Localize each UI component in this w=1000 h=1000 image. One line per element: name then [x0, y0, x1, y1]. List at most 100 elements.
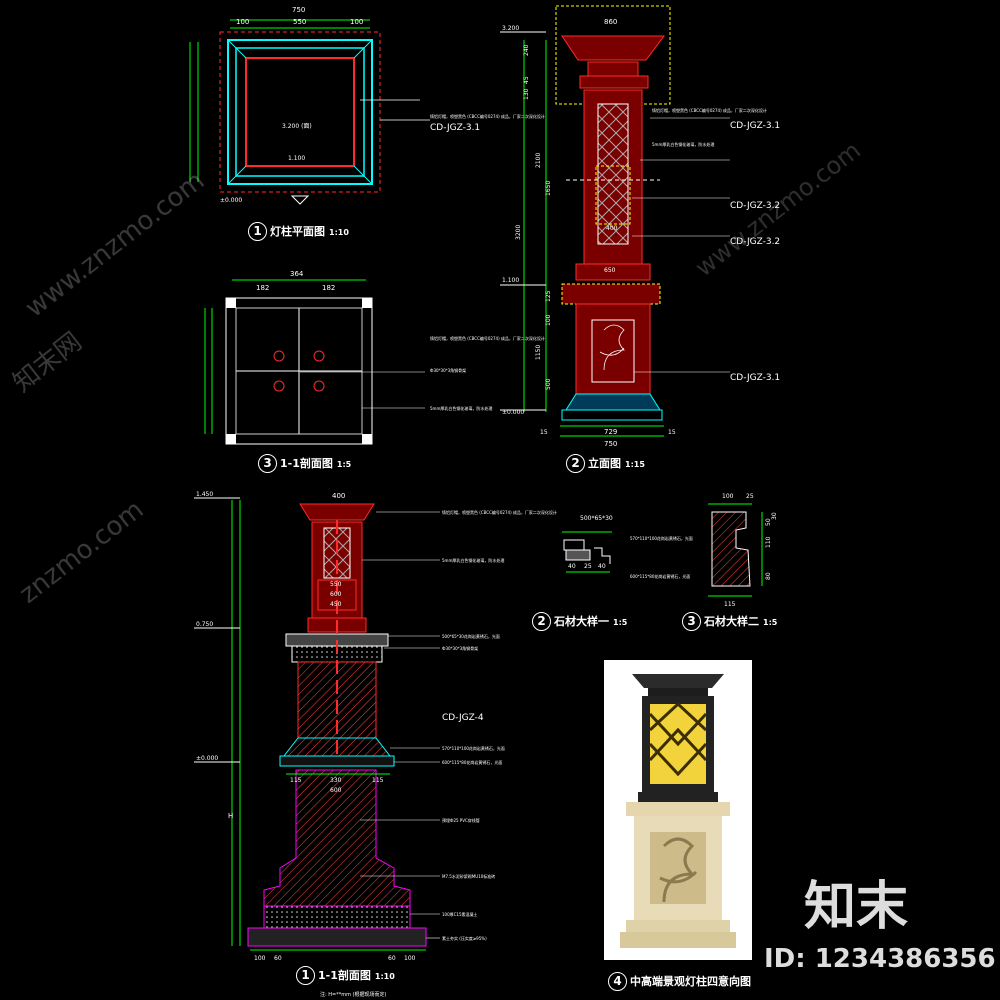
elev-level-zero: ±0.000: [502, 409, 524, 416]
elev-note-glass: 5mm厚乳白色钢化玻璃，防水处理: [652, 141, 714, 147]
lamp-render-image: [620, 674, 736, 948]
detail3-dim-100: 100: [722, 493, 734, 500]
elev-ldim-1150: 1150: [535, 345, 542, 360]
elev-dim-15a: 15: [540, 429, 548, 436]
title-elevation-scale: 1:15: [625, 460, 645, 469]
stone-detail-1: 500*65*30 40 25 40 570*110*100花岗岩黄锈石，光面 …: [562, 515, 693, 579]
main-dim-115b: 115: [372, 777, 384, 784]
main-note-brick: M7.5水泥砂浆砌MU10标准砖: [442, 873, 495, 879]
elev-ref-3: CD-JGZ-3.2: [730, 237, 780, 247]
detail3-dim-80: 80: [765, 572, 772, 580]
main-note-concrete: 100厚C15素混凝土: [442, 911, 478, 917]
title-render-num: 4: [608, 972, 627, 991]
elev-dim-750: 750: [604, 440, 617, 448]
plan-level-zero: ±0.000: [220, 197, 242, 204]
title-stone-1-num: 2: [532, 612, 551, 631]
title-stone-2-name: 石材大样二: [704, 615, 759, 628]
title-section-small-num: 3: [258, 454, 277, 473]
plan-dim-left: 100: [236, 18, 249, 26]
title-plan-num: 1: [248, 222, 267, 241]
section-1-1-small: 364 182 182 铸铝灯帽，喷塑黑色 (CBCC编号0274) 成品，厂家…: [204, 270, 545, 445]
title-section-main-scale: 1:10: [374, 972, 395, 981]
plan-dim-inner: 550: [293, 18, 306, 26]
main-note-cap: 铸铝灯帽，喷塑黑色 (CBCC编号0274) 成品，厂家二次深化设计: [442, 509, 557, 515]
main-dim-450: 450: [330, 601, 342, 608]
main-note-glass: 5mm厚乳白色钢化玻璃，防水处理: [442, 557, 504, 563]
title-section-small-name: 1-1剖面图: [280, 457, 333, 470]
main-dim-600: 600: [330, 591, 342, 598]
main-dim-100b: 100: [404, 955, 416, 962]
title-section-main-name: 1-1剖面图: [318, 969, 371, 982]
elevation-view: 860 3.200 1.100 ±0.000 650 729 750 400 1…: [500, 5, 780, 448]
plan-dim-right: 100: [350, 18, 363, 26]
detail3-dim-115: 115: [724, 601, 736, 608]
main-dim-h: H: [228, 812, 233, 820]
main-note-pvc: 预埋Ф25 PVC穿线管: [442, 817, 480, 823]
elev-ldim-130: 130: [523, 88, 530, 100]
plan-note: 铸铝灯帽，喷塑黑色 (CBCC编号0274) 成品，厂家二次深化设计: [430, 113, 545, 119]
title-stone-2-num: 3: [682, 612, 701, 631]
id-watermark: ID: 1234386356: [764, 944, 996, 974]
main-dim-60a: 60: [274, 955, 282, 962]
elev-ref-1: CD-JGZ-3.1: [730, 121, 780, 131]
elev-ldim-3200: 3200: [515, 225, 522, 240]
plan-level-mid: 1.100: [288, 155, 305, 162]
main-note-stone-c: 600*115*80花岗岩黄锈石，光面: [442, 759, 502, 765]
main-footnote: 注: H=**mm (根据现场而定): [320, 991, 387, 998]
title-render-name: 中高端景观灯柱四意向图: [630, 975, 751, 988]
stone-detail-2: 100 25 115 110 50 30 80: [708, 493, 778, 608]
main-level-zero: ±0.000: [196, 755, 218, 762]
elev-ldim-2100: 2100: [535, 153, 542, 168]
lamp-render: [604, 660, 752, 960]
plan-level-top: 3.200 (面): [282, 123, 312, 130]
detail2-note-b: 570*110*100花岗岩黄锈石，光面: [630, 535, 693, 541]
elev-level-top: 3.200: [502, 25, 519, 32]
detail3-dim-110: 110: [765, 536, 772, 548]
elev-dim-650: 650: [604, 267, 616, 274]
elev-ref-2: CD-JGZ-3.2: [730, 201, 780, 211]
detail3-dim-50: 50: [765, 518, 772, 526]
title-stone-1-scale: 1:5: [613, 618, 628, 627]
elev-ldim-100: 100: [545, 314, 552, 326]
main-dim-115a: 115: [290, 777, 302, 784]
main-dim-400: 400: [332, 492, 345, 500]
plan-ref: CD-JGZ-3.1: [430, 123, 480, 133]
main-note-steel: Ф30*30*3角钢骨架: [442, 645, 478, 651]
title-stone-1-name: 石材大样一: [554, 615, 609, 628]
main-dim-100a: 100: [254, 955, 266, 962]
main-level-mid: 0.750: [196, 621, 213, 628]
brand-watermark: 知末: [804, 877, 909, 937]
detail3-dim-25: 25: [746, 493, 754, 500]
elev-dim-860: 860: [604, 18, 617, 26]
detail2-dim-b: 25: [584, 563, 592, 570]
main-dim-60b: 60: [388, 955, 396, 962]
detail2-dim-main: 500*65*30: [580, 515, 613, 522]
detail2-dim-c: 40: [598, 563, 606, 570]
title-elevation-name: 立面图: [588, 457, 621, 470]
elev-dim-15b: 15: [668, 429, 676, 436]
title-plan-name: 灯柱平面图: [270, 225, 325, 238]
elev-ref-4: CD-JGZ-3.1: [730, 373, 780, 383]
plan-dim-total: 750: [292, 6, 305, 14]
elev-dim-729: 729: [604, 428, 617, 436]
elev-ldim-125: 125: [545, 290, 552, 302]
elev-ldim-500: 500: [545, 378, 552, 390]
main-ref: CD-JGZ-4: [442, 713, 484, 723]
title-stone-2-scale: 1:5: [763, 618, 778, 627]
sec3-dim-a: 182: [256, 284, 269, 292]
main-note-stone-a: 500*65*30花岗岩黄锈石，光面: [442, 633, 500, 639]
sec3-note-glass: 5mm厚乳白色钢化玻璃，防水处理: [430, 405, 492, 411]
elev-ldim-240: 240: [523, 44, 530, 56]
sec3-note-cap: 铸铝灯帽，喷塑黑色 (CBCC编号0274) 成品，厂家二次深化设计: [430, 335, 545, 341]
main-level-top: 1.450: [196, 491, 213, 498]
main-dim-330: 330: [330, 777, 342, 784]
elev-note-cap: 铸铝灯帽，喷塑黑色 (CBCC编号0274) 成品，厂家二次深化设计: [652, 107, 767, 113]
elev-level-mid: 1.100: [502, 277, 519, 284]
detail3-dim-30: 30: [771, 512, 778, 520]
